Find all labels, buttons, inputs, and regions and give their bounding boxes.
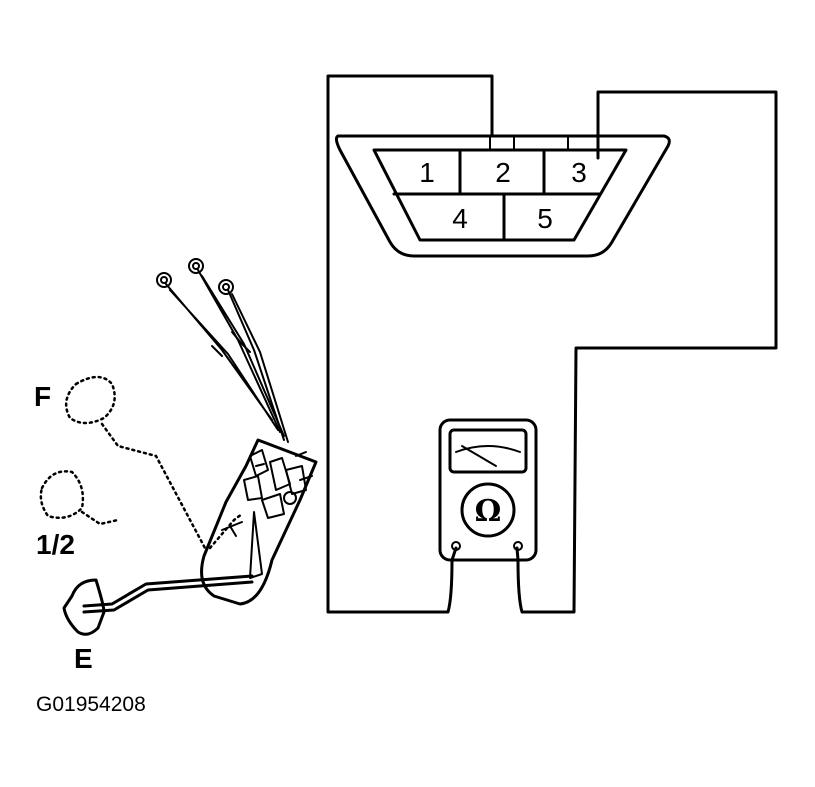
ring-terminal-2 [188, 258, 204, 274]
ohmmeter-body [438, 418, 538, 562]
ohmmeter-needle [461, 445, 497, 467]
sender-internal-detail [221, 449, 313, 579]
ring-terminal-1 [156, 272, 172, 288]
ohm-symbol: Ω [475, 494, 502, 529]
test-lead-left [326, 74, 494, 614]
connector-cavity [372, 148, 628, 242]
pin-1-label: 1 [419, 157, 435, 188]
float-ghost-full [64, 375, 116, 425]
connector-housing [334, 134, 671, 258]
ohmmeter-gauge-window [448, 428, 528, 474]
float-arm-ghost-half-2 [208, 512, 244, 550]
connector: 1 2 3 4 5 [334, 134, 671, 258]
position-label-full: F [34, 381, 51, 412]
ohmmeter-dial [460, 482, 516, 538]
sender-wire-leads [156, 258, 289, 443]
position-label-half: 1/2 [36, 529, 75, 560]
fuel-sender-unit [39, 258, 318, 636]
float-ghost-half [39, 470, 85, 519]
float-arm-ghost-half [80, 510, 120, 526]
float [62, 578, 106, 636]
float-arm-ghost-full [100, 422, 208, 552]
pin-3-label: 3 [571, 157, 587, 188]
pin-2-label: 2 [495, 157, 511, 188]
pin-5-label: 5 [537, 203, 553, 234]
probe-jack-right [513, 541, 523, 551]
ring-terminal-3 [218, 279, 234, 295]
test-lead-wires [326, 74, 778, 614]
float-arm [82, 574, 254, 614]
test-lead-right [515, 90, 778, 614]
sender-housing [200, 438, 318, 606]
probe-jack-left [451, 541, 461, 551]
pin-4-label: 4 [452, 203, 468, 234]
position-label-empty: E [74, 643, 93, 674]
ohmmeter: Ω [438, 418, 538, 562]
figure-code: G01954208 [36, 693, 146, 716]
